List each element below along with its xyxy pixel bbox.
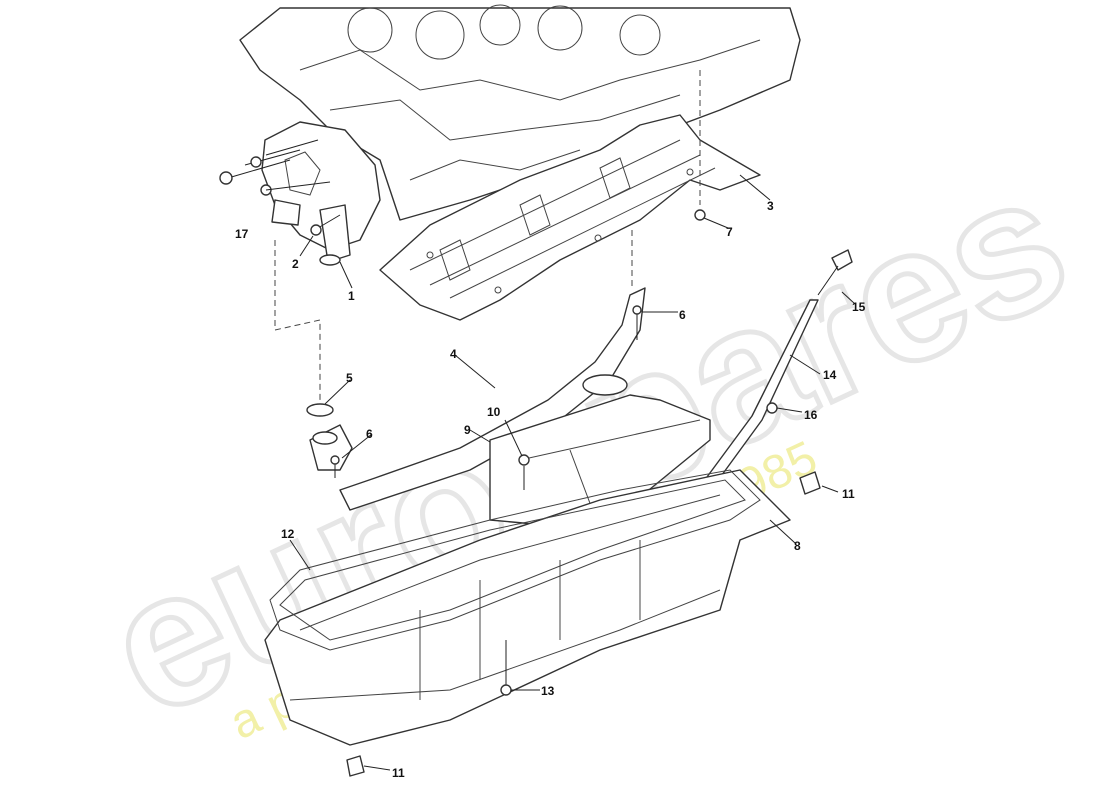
- bolt-10: [518, 454, 530, 490]
- alignment-lines: [274, 70, 701, 400]
- callout-16: 16: [804, 408, 818, 422]
- bolt-2: [310, 214, 341, 236]
- callout-11b: 11: [392, 766, 405, 780]
- engine-block: [239, 4, 801, 221]
- bolt-16: [766, 402, 778, 414]
- oil-pickup-pipe: [309, 287, 646, 511]
- callout-9: 9: [464, 423, 471, 437]
- callout-15: 15: [852, 300, 866, 314]
- callout-3: 3: [767, 199, 774, 213]
- callout-11a: 11: [842, 487, 855, 501]
- bolts-6: [330, 305, 642, 478]
- callout-1: 1: [348, 289, 355, 303]
- callout-labels: 1 2 3 4 5 6 6 7 8 9 10 11 11 12 13 14 15…: [235, 199, 866, 780]
- windage-tray: [379, 114, 761, 321]
- oil-sump: [264, 469, 791, 746]
- baffle-plate: [489, 394, 711, 531]
- bolts-17: [219, 139, 331, 196]
- callout-13: 13: [541, 684, 555, 698]
- callout-17: 17: [235, 227, 249, 241]
- callout-14: 14: [823, 368, 837, 382]
- callout-5: 5: [346, 371, 353, 385]
- oil-pump: [261, 121, 381, 266]
- drain-plug-11-bottom: [346, 755, 365, 777]
- callout-4: 4: [450, 347, 457, 361]
- bolt-13: [500, 640, 512, 696]
- callout-8: 8: [794, 539, 801, 553]
- drain-plug-11-right: [799, 471, 821, 495]
- callout-6b: 6: [366, 427, 373, 441]
- callout-2: 2: [292, 257, 299, 271]
- callout-10: 10: [487, 405, 501, 419]
- callout-7: 7: [726, 225, 733, 239]
- callout-6a: 6: [679, 308, 686, 322]
- nut-7: [694, 209, 706, 221]
- sump-gasket: [269, 469, 761, 651]
- o-ring-5: [306, 403, 334, 417]
- leader-lines: [289, 174, 856, 771]
- callout-12: 12: [281, 527, 295, 541]
